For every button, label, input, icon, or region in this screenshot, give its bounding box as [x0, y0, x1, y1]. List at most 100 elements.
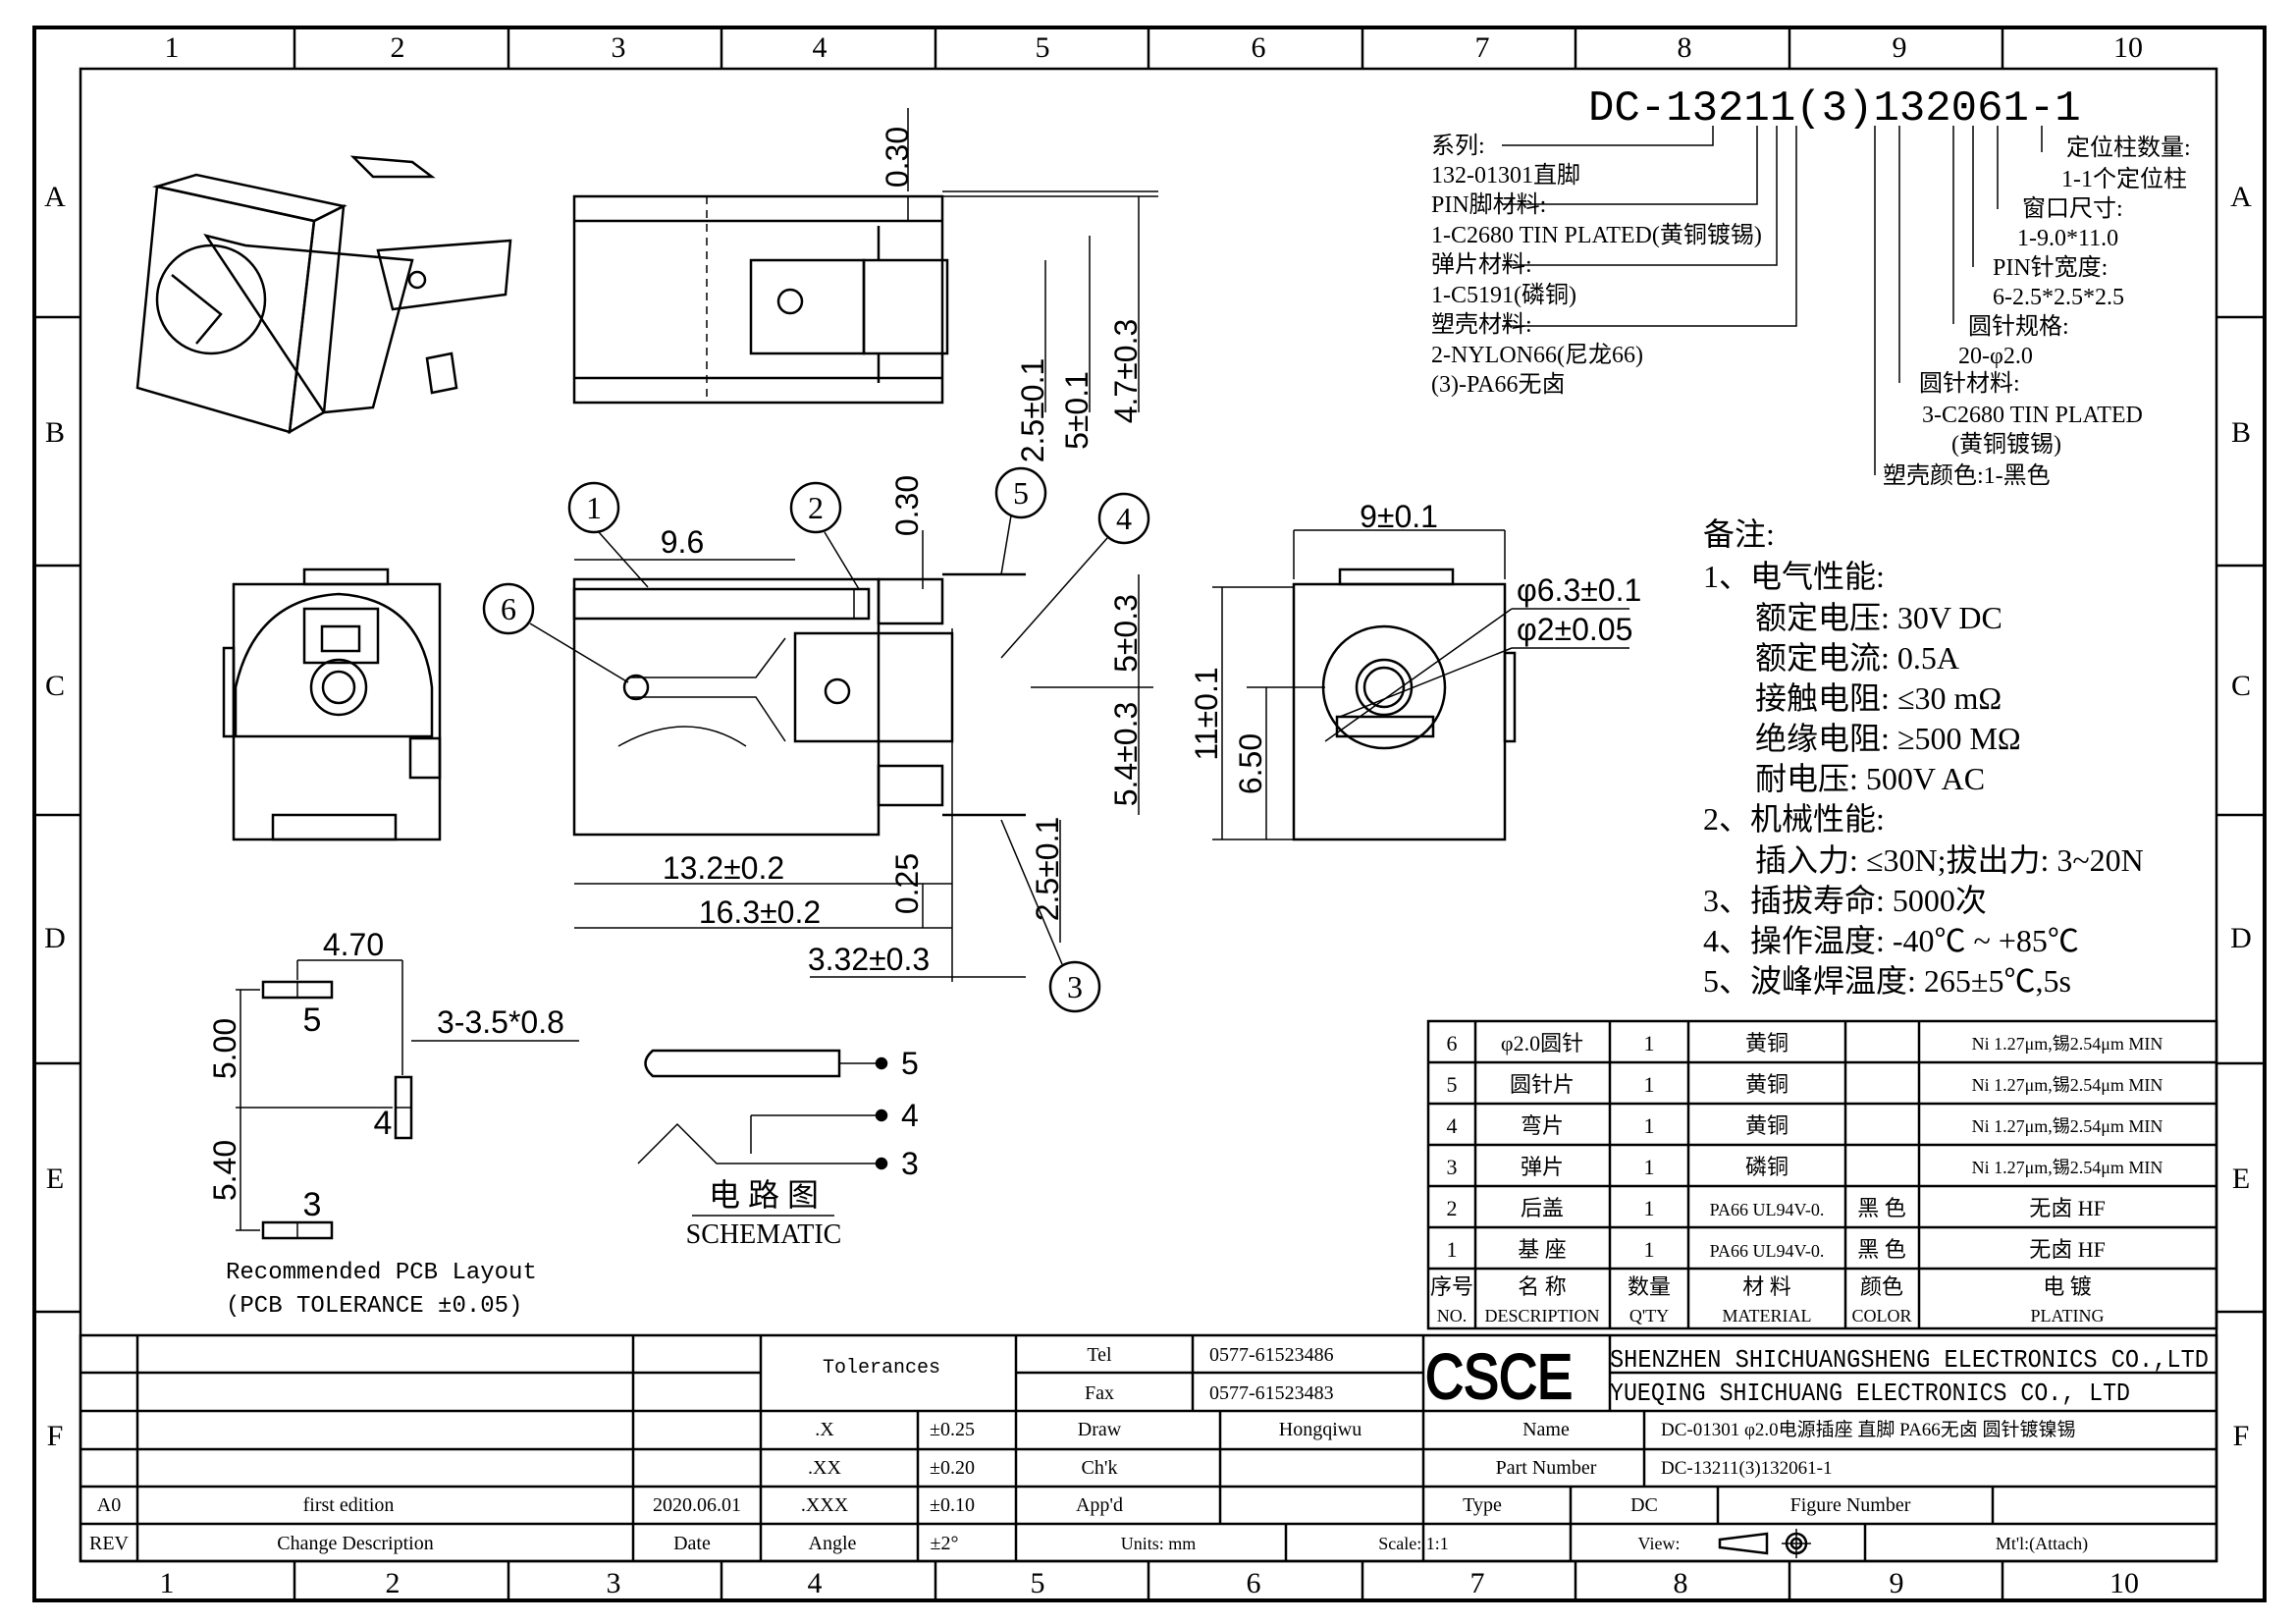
- zone-row-e-right: E: [2232, 1163, 2250, 1195]
- bom-cell-material: 黄铜: [1745, 1072, 1789, 1097]
- dim-side-163: 16.3±0.2: [699, 894, 821, 930]
- zone-row-e-left: E: [46, 1163, 64, 1195]
- appd-label: App'd: [1076, 1494, 1123, 1516]
- type-value: DC: [1630, 1494, 1658, 1516]
- rev-value: A0: [97, 1494, 121, 1516]
- bom-header-mat-cn: 材 料: [1742, 1274, 1791, 1299]
- zone-col-3-bottom: 3: [607, 1567, 621, 1599]
- dim-side-025: 0.25: [889, 853, 925, 914]
- pcb-dims: [236, 959, 579, 1231]
- dim-front-650: 6.50: [1233, 733, 1268, 794]
- bom-cell-plating: Ni 1.27μm,锡2.54μm MIN: [1972, 1075, 2163, 1095]
- notes-item-11: 5、波峰焊温度: 265±5℃,5s: [1703, 963, 2071, 999]
- figure-number-label: Figure Number: [1790, 1494, 1911, 1516]
- side-view: [572, 572, 1026, 837]
- bom-cell-material: 磷铜: [1745, 1155, 1789, 1179]
- schematic: [637, 1049, 888, 1217]
- schematic-pin-5: 5: [901, 1046, 919, 1081]
- balloon-4-label: 4: [1116, 501, 1132, 536]
- balloon-3-circle: [1048, 960, 1101, 1013]
- part-code-right-1: 定位柱数量:: [2066, 135, 2191, 161]
- bom-cell-qty: 1: [1644, 1155, 1655, 1179]
- dim-top-47: 4.7±0.3: [1108, 319, 1144, 424]
- part-code-line-6: 1-C5191(磷铜): [1431, 282, 1576, 308]
- bom-row-6: 6 φ2.0圆针 1 黄铜 Ni 1.27μm,锡2.54μm MIN: [1447, 1031, 2163, 1056]
- tolerances-label: Tolerances: [823, 1357, 940, 1380]
- bom-cell-no: 2: [1447, 1196, 1458, 1220]
- bom-cell-plating: 无卤 HF: [2029, 1196, 2106, 1220]
- dim-pcb-35: 3-3.5*0.8: [437, 1004, 564, 1040]
- notes-item-2: 额定电压: 30V DC: [1755, 600, 2002, 635]
- part-code-line-2: 132-01301直脚: [1431, 162, 1580, 189]
- part-code-right-9: 圆针材料:: [1919, 370, 2020, 397]
- bom-row-1: 1 基 座 1 PA66 UL94V-0. 黑 色 无卤 HF: [1447, 1237, 2106, 1262]
- schematic-title-en: SCHEMATIC: [686, 1219, 842, 1250]
- bom-cell-no: 4: [1447, 1113, 1458, 1138]
- tol-angle-label: Angle: [809, 1533, 857, 1554]
- part-code-line-4: 1-C2680 TIN PLATED(黄铜镀锡): [1431, 222, 1762, 248]
- bom-cell-desc: 弯片: [1521, 1113, 1564, 1138]
- zone-col-5-top: 5: [1036, 31, 1050, 64]
- dim-side-030: 0.30: [889, 475, 925, 536]
- part-code-line-8: 2-NYLON66(尼龙66): [1431, 342, 1643, 368]
- part-code-right-8: 20-φ2.0: [1958, 344, 2033, 369]
- zone-col-2-bottom: 2: [386, 1567, 400, 1599]
- tol-xx-value: ±0.20: [930, 1457, 975, 1479]
- bom-header-mat-en: MATERIAL: [1723, 1306, 1812, 1326]
- zone-row-c-left: C: [45, 670, 65, 702]
- balloon-4-circle: [1097, 492, 1150, 545]
- bom-cell-qty: 1: [1644, 1031, 1655, 1056]
- bom-cell-material: 黄铜: [1745, 1031, 1789, 1056]
- company-name-1: SHENZHEN SHICHUANGSHENG ELECTRONICS CO.,…: [1610, 1345, 2209, 1375]
- zone-col-1-bottom: 1: [160, 1567, 175, 1599]
- company-logo: CSCE: [1425, 1341, 1573, 1412]
- pcb-caption-2: (PCB TOLERANCE ±0.05): [226, 1293, 522, 1320]
- zone-grid: [34, 27, 2265, 1600]
- part-code-right-3: 窗口尺寸:: [2022, 195, 2123, 222]
- scale-label: Scale: 1:1: [1378, 1534, 1448, 1553]
- tol-x-label: .X: [815, 1419, 834, 1440]
- tol-angle-value: ±2°: [931, 1533, 959, 1554]
- bom-cell-no: 5: [1447, 1072, 1458, 1097]
- zone-col-10-top: 10: [2113, 31, 2143, 64]
- notes-item-7: 2、机械性能:: [1703, 801, 1885, 837]
- dim-side-5: 5±0.3: [1108, 594, 1144, 673]
- pcb-caption-1: Recommended PCB Layout: [226, 1260, 537, 1286]
- zone-col-1-top: 1: [165, 31, 180, 64]
- part-code-right-6: 6-2.5*2.5*2.5: [1993, 285, 2124, 310]
- zone-col-9-bottom: 9: [1890, 1567, 1904, 1599]
- notes-title: 备注:: [1703, 516, 1775, 552]
- zone-col-7-bottom: 7: [1470, 1567, 1485, 1599]
- top-view: [572, 194, 949, 405]
- tel-label: Tel: [1087, 1344, 1112, 1366]
- part-code-right-7: 圆针规格:: [1968, 313, 2069, 340]
- front-view: [1292, 568, 1517, 841]
- balloon-6-circle: [482, 582, 535, 635]
- zone-col-9-top: 9: [1893, 31, 1907, 64]
- dim-side-132: 13.2±0.2: [663, 850, 784, 886]
- zone-row-b-right: B: [2231, 416, 2251, 449]
- bom-cell-qty: 1: [1644, 1113, 1655, 1138]
- rev-date-header: Date: [673, 1533, 711, 1554]
- bom-cell-desc: φ2.0圆针: [1501, 1031, 1583, 1056]
- schematic-title-cn: 电 路 图: [709, 1177, 819, 1213]
- balloon-3-label: 3: [1067, 969, 1083, 1004]
- bom-header-plating-cn: 电 镀: [2043, 1274, 2092, 1299]
- zone-col-4-top: 4: [813, 31, 828, 64]
- dim-pcb-470: 4.70: [323, 927, 384, 962]
- balloon-6-label: 6: [501, 591, 516, 626]
- balloon-5-circle: [994, 466, 1047, 519]
- zone-col-10-bottom: 10: [2109, 1567, 2139, 1599]
- type-label: Type: [1463, 1494, 1502, 1516]
- bom-header-color-en: COLOR: [1851, 1306, 1911, 1326]
- bom-cell-desc: 圆针片: [1510, 1072, 1575, 1097]
- schematic-pin-4: 4: [901, 1098, 919, 1133]
- zone-col-2-top: 2: [391, 31, 405, 64]
- dim-top-030: 0.30: [880, 127, 915, 188]
- zone-row-c-right: C: [2231, 670, 2251, 702]
- bom-cell-color: 黑 色: [1857, 1237, 1906, 1262]
- bom-cell-color: 黑 色: [1857, 1196, 1906, 1220]
- dim-side-332: 3.32±0.3: [808, 942, 930, 977]
- top-view-dims: [907, 108, 1158, 412]
- zone-row-a-left: A: [44, 181, 66, 213]
